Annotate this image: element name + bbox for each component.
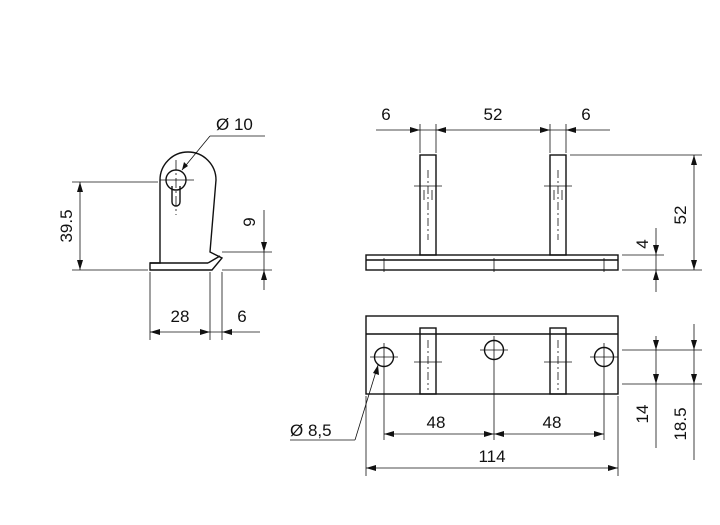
- side-base-width-label: 28: [171, 307, 190, 326]
- side-hook-height-label: 9: [240, 217, 259, 226]
- hook-arrow-right: [222, 329, 232, 335]
- front-tab-hidden-lines: [383, 170, 605, 272]
- front-arrow-2: [436, 127, 446, 133]
- top-spacing-arrow-1: [384, 431, 394, 437]
- top-width-arrow-bottom: [691, 374, 697, 384]
- top-centerlines: [370, 336, 618, 440]
- side-height-label: 39.5: [57, 209, 76, 242]
- front-arrow-1: [410, 127, 420, 133]
- front-tab-spacing-label: 52: [484, 105, 503, 124]
- base-arrow-left: [150, 329, 160, 335]
- top-offset-arrow-top: [653, 340, 659, 350]
- top-spacing-arrow-3: [494, 431, 504, 437]
- height-arrow-top: [77, 182, 83, 192]
- top-spacing-arrow-2: [484, 431, 494, 437]
- front-tab-right: [549, 154, 567, 256]
- side-view: Ø 10 39.5 9 28 6: [57, 115, 272, 340]
- top-offset-arrow-bottom: [653, 374, 659, 384]
- top-tab-right: [549, 327, 567, 395]
- front-height-arrow-bottom: [691, 260, 697, 270]
- height-arrow-bottom: [77, 260, 83, 270]
- front-height-arrow-top: [691, 155, 697, 165]
- top-hole-leader-line: [354, 364, 379, 441]
- front-arrow-3: [540, 127, 550, 133]
- base-arrow-right: [200, 329, 210, 335]
- top-hole-leader-arrow: [373, 365, 379, 375]
- side-hole-diameter-label: Ø 10: [216, 115, 253, 134]
- top-spacing-arrow-4: [594, 431, 604, 437]
- front-total-height-label: 52: [671, 206, 690, 225]
- hole-leader-line: [181, 135, 211, 171]
- top-length-arrow-left: [366, 465, 376, 471]
- top-overall-length-label: 114: [478, 447, 505, 466]
- hook-arrow-top: [261, 242, 267, 252]
- side-view-outline: [149, 151, 224, 271]
- front-thickness-arrow-bottom: [653, 270, 659, 280]
- front-arrow-4: [566, 127, 576, 133]
- side-view-hook-edge: [207, 255, 221, 264]
- front-view: 6 52 6 52 4: [365, 105, 702, 292]
- front-base-thickness-label: 4: [633, 239, 652, 248]
- top-left-hole-spacing-label: 48: [427, 413, 446, 432]
- front-left-tab-width-label: 6: [381, 105, 390, 124]
- top-overall-width-label: 18.5: [671, 407, 690, 440]
- top-view: Ø 8,5 48 48 114 14 18.5: [290, 315, 702, 476]
- hook-arrow-bottom: [261, 270, 267, 280]
- side-hook-width-label: 6: [237, 307, 246, 326]
- front-thickness-arrow-top: [653, 245, 659, 255]
- hole-leader-arrow: [182, 162, 188, 170]
- top-width-arrow-top: [691, 340, 697, 350]
- top-tab-left: [419, 327, 437, 395]
- front-base-plate: [365, 254, 619, 271]
- top-right-hole-spacing-label: 48: [543, 413, 562, 432]
- front-tab-left: [419, 154, 437, 256]
- top-hole-diameter-label: Ø 8,5: [290, 421, 332, 440]
- top-plate-outline: [365, 315, 619, 395]
- front-right-tab-width-label: 6: [581, 105, 590, 124]
- top-length-arrow-right: [608, 465, 618, 471]
- top-hole-offset-label: 14: [633, 405, 652, 424]
